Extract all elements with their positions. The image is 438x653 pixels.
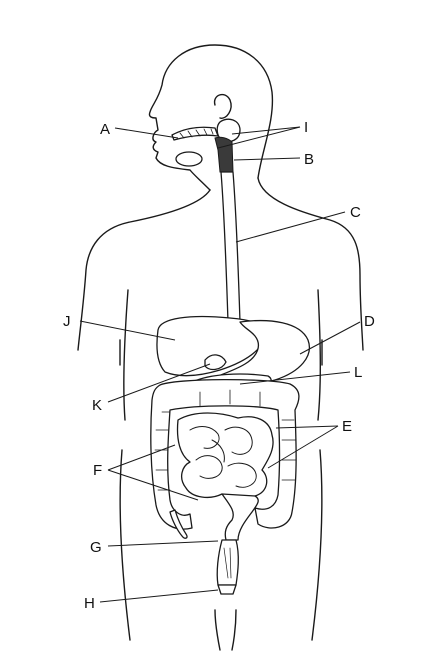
letter-labels: A I B C D J K L E F G H (63, 119, 375, 612)
leader-f-1 (107, 444, 176, 471)
leader-j (79, 320, 176, 341)
gallbladder (204, 354, 227, 371)
ear-outline (213, 93, 232, 119)
waist-left (123, 289, 129, 421)
label-g: G (90, 539, 102, 556)
small-intestine (176, 412, 274, 500)
leg-inner-right (231, 609, 237, 651)
rectum-lines (223, 547, 232, 579)
head-outline (148, 44, 274, 191)
palate-hatching (179, 128, 214, 139)
label-e: E (342, 418, 352, 435)
leader-h (99, 589, 219, 603)
torso-right-outline (257, 177, 364, 351)
label-f: F (93, 462, 102, 479)
waist-right (317, 289, 322, 421)
leader-e-2 (267, 425, 339, 469)
label-c: C (350, 204, 361, 221)
leader-d (299, 321, 361, 355)
esophagus (220, 171, 241, 323)
leader-g (107, 540, 219, 547)
label-h: H (84, 595, 95, 612)
label-j: J (63, 313, 71, 330)
hip-left (119, 449, 131, 641)
small-intestine-folds (189, 426, 257, 488)
leader-i-2 (217, 126, 301, 149)
label-d: D (364, 313, 375, 330)
anus (217, 584, 237, 595)
label-l: L (354, 364, 362, 381)
leader-i-1 (231, 126, 301, 135)
leader-f-2 (107, 469, 199, 501)
torso-left-outline (77, 189, 211, 351)
leader-l (239, 371, 351, 385)
pharynx (214, 136, 234, 173)
leader-lines (79, 126, 361, 603)
appendix (169, 509, 188, 539)
label-k: K (92, 397, 102, 414)
leader-k (107, 363, 211, 403)
label-i: I (304, 119, 308, 136)
body-outline (77, 44, 364, 651)
hip-right (311, 449, 323, 641)
oral-cavity (171, 118, 241, 173)
leader-b (233, 157, 301, 161)
liver (156, 315, 269, 377)
label-b: B (304, 151, 314, 168)
sigmoid-colon (221, 493, 259, 541)
leader-c (235, 211, 346, 243)
tongue (175, 151, 203, 167)
leg-inner-left (214, 609, 221, 651)
leader-e-1 (275, 425, 339, 429)
large-intestine (150, 378, 300, 530)
leader-a (114, 127, 179, 139)
label-a: A (100, 121, 110, 138)
salivary-gland (216, 118, 241, 143)
